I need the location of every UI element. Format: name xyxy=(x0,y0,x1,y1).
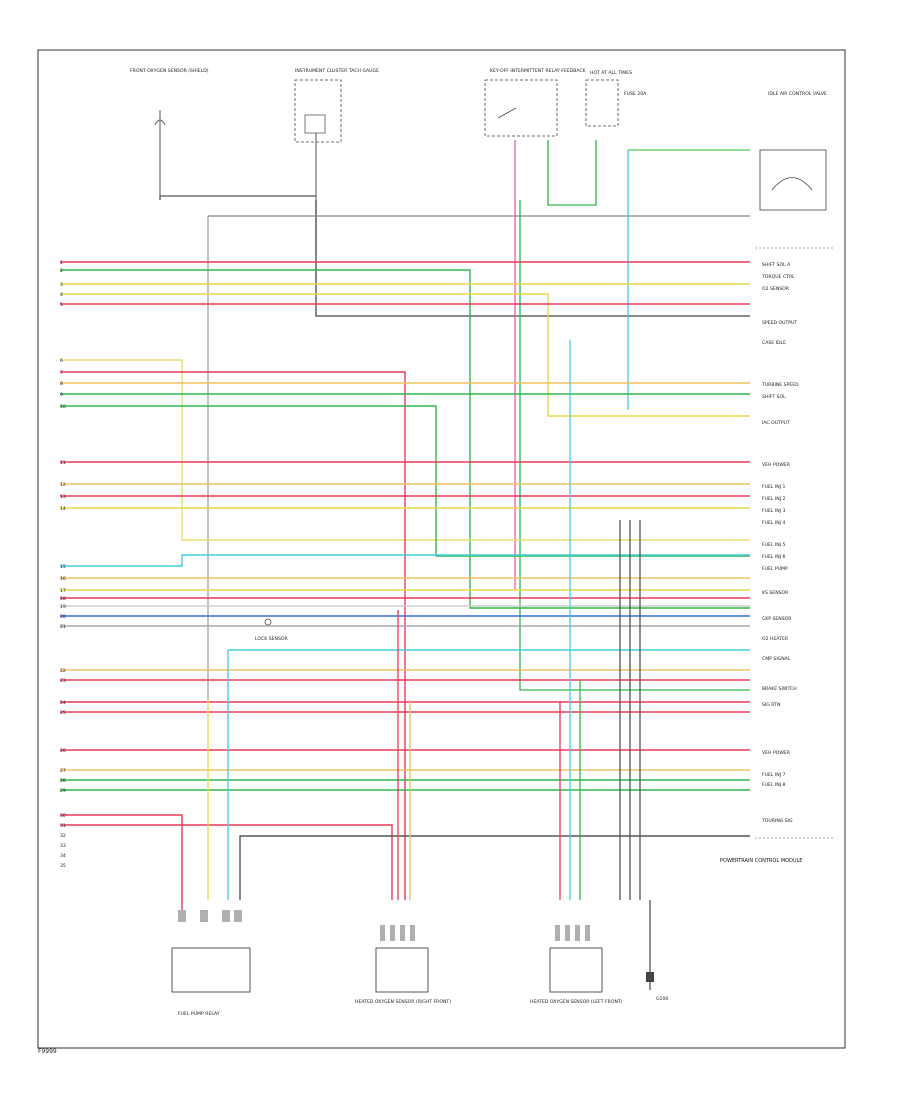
component-label: KEY-OFF INTERMITTENT RELAY FEEDBACK xyxy=(490,68,587,74)
pin-number: 29 xyxy=(60,788,66,794)
pcm-function-label: CKP SENSOR xyxy=(762,616,792,622)
pin-number: 6 xyxy=(60,358,63,364)
component-label: HOT AT ALL TIMES xyxy=(590,70,632,76)
pcm-function-label: FUEL INJ 3 xyxy=(762,508,786,514)
component-label: IDLE AIR CONTROL VALVE xyxy=(768,91,827,97)
idle-air-control-valve: IDLE AIR CONTROL VALVE xyxy=(759,91,827,211)
pcm-function-label: O2 HEATER xyxy=(762,636,789,642)
diagram-frame xyxy=(37,49,846,1049)
pin-number: 3 xyxy=(60,282,63,288)
pcm-function-label: CMP SIGNAL xyxy=(762,656,791,662)
pcm-function-label: FUEL INJ 7 xyxy=(762,772,786,778)
pcm-function-label: FUEL INJ 8 xyxy=(762,782,786,788)
pin-number: 7 xyxy=(60,370,63,376)
pin-number: 5 xyxy=(60,302,63,308)
ecm-label: POWERTRAIN CONTROL MODULE xyxy=(720,858,802,864)
pcm-function-label: FUEL INJ 4 xyxy=(762,520,786,526)
pin-number: 31 xyxy=(60,823,66,829)
pin-number: 32 xyxy=(60,833,66,839)
component-label: FUEL PUMP RELAY xyxy=(178,1011,220,1017)
pin-number: 22 xyxy=(60,668,66,674)
pcm-function-label: IAC OUTPUT xyxy=(762,420,790,426)
hot-at-all-times-fuse: HOT AT ALL TIMES FUSE 20A xyxy=(585,70,647,127)
pcm-function-label: VEH POWER xyxy=(762,750,791,756)
pin-number: 8 xyxy=(60,381,63,387)
pcm-function-label: TURBINE SPEED xyxy=(761,382,799,388)
pin-number: 11 xyxy=(60,460,66,466)
pcm-function-label: O2 SENSOR xyxy=(762,286,790,292)
pcm-function-label: SHIFT SOL A xyxy=(762,262,791,268)
pcm-function-label: SPEED OUTPUT xyxy=(762,320,797,326)
left-pin-numbers: 1234567891011121314151617181920212223242… xyxy=(60,260,66,869)
pcm-function-label: TORQUE CTRL xyxy=(761,274,795,280)
pin-number: 18 xyxy=(60,596,66,602)
component-label: HEATED OXYGEN SENSOR (RIGHT FRONT) xyxy=(355,999,451,1005)
right-function-labels: SHIFT SOL A TORQUE CTRL O2 SENSOR SPEED OUT… xyxy=(761,262,799,824)
component-label: FRONT OXYGEN SENSOR (SHIELD) xyxy=(130,68,209,74)
pin-number: 2 xyxy=(60,268,63,274)
pin-number: 33 xyxy=(60,843,66,849)
horizontal-circuits xyxy=(60,261,750,910)
intermittent-relay: KEY-OFF INTERMITTENT RELAY FEEDBACK xyxy=(484,68,587,137)
bottom-drops xyxy=(207,340,651,990)
pin-number: 35 xyxy=(60,863,66,869)
pin-number: 24 xyxy=(60,700,66,706)
pin-number: 15 xyxy=(60,564,66,570)
front-oxygen-sensor: FRONT OXYGEN SENSOR (SHIELD) xyxy=(130,68,209,200)
pcm-function-label: FUEL INJ 6 xyxy=(762,554,786,560)
pin-number: 20 xyxy=(60,614,66,620)
lock-sensor-label: LOCK SENSOR xyxy=(255,636,288,642)
pin-number: 26 xyxy=(60,748,66,754)
pin-number: 10 xyxy=(60,404,66,410)
fuse-label: FUSE 20A xyxy=(624,91,647,97)
pin-number: 13 xyxy=(60,494,66,500)
pcm-function-label: TOURING SIG xyxy=(761,818,793,824)
pcm-function-label: KS SENSOR xyxy=(762,590,789,596)
pcm-function-label: VEH POWER xyxy=(762,462,791,468)
pin-number: 19 xyxy=(60,604,66,610)
pin-number: 30 xyxy=(60,813,66,819)
component-label: HEATED OXYGEN SENSOR (LEFT FRONT) xyxy=(530,999,623,1005)
pcm-function-label: SHIFT SOL xyxy=(762,394,786,400)
ground-label: G100 xyxy=(656,996,668,1002)
component-label: INSTRUMENT CLUSTER TACH GAUGE xyxy=(295,68,379,74)
pcm-function-label: CASE IDLE xyxy=(762,340,786,346)
ground-point: G100 xyxy=(646,972,668,1002)
lock-sensor: LOCK SENSOR xyxy=(255,618,288,642)
pin-number: 17 xyxy=(60,588,66,594)
pcm-function-label: FUEL INJ 5 xyxy=(762,542,786,548)
top-wiring xyxy=(159,140,750,700)
pin-number: 21 xyxy=(60,624,66,630)
pin-number: 16 xyxy=(60,576,66,582)
pcm-connector: POWERTRAIN CONTROL MODULE xyxy=(720,247,835,864)
pin-number: 23 xyxy=(60,678,66,684)
pcm-function-label: BRAKE SWITCH xyxy=(762,686,797,692)
pcm-function-label: FUEL PUMP xyxy=(762,566,788,572)
pin-number: 28 xyxy=(60,778,66,784)
pin-number: 9 xyxy=(60,392,63,398)
instrument-cluster: INSTRUMENT CLUSTER TACH GAUGE xyxy=(294,68,379,200)
pcm-function-label: FUEL INJ 2 xyxy=(762,496,786,502)
pin-number: 25 xyxy=(60,710,66,716)
pin-number: 1 xyxy=(60,260,63,266)
pcm-function-label: SIG RTN xyxy=(762,702,780,708)
frame-id: F9999 xyxy=(38,1048,57,1055)
pin-number: 34 xyxy=(60,853,66,859)
heated-oxygen-sensor-right: HEATED OXYGEN SENSOR (RIGHT FRONT) xyxy=(355,925,451,1005)
pin-number: 12 xyxy=(60,482,66,488)
pin-number: 14 xyxy=(60,506,66,512)
pin-number: 4 xyxy=(60,292,63,298)
pcm-function-label: FUEL INJ 1 xyxy=(762,484,786,490)
fuel-pump-relay: FUEL PUMP RELAY xyxy=(171,910,251,1017)
heated-oxygen-sensor-left: HEATED OXYGEN SENSOR (LEFT FRONT) xyxy=(530,925,623,1005)
pin-number: 27 xyxy=(60,768,66,774)
